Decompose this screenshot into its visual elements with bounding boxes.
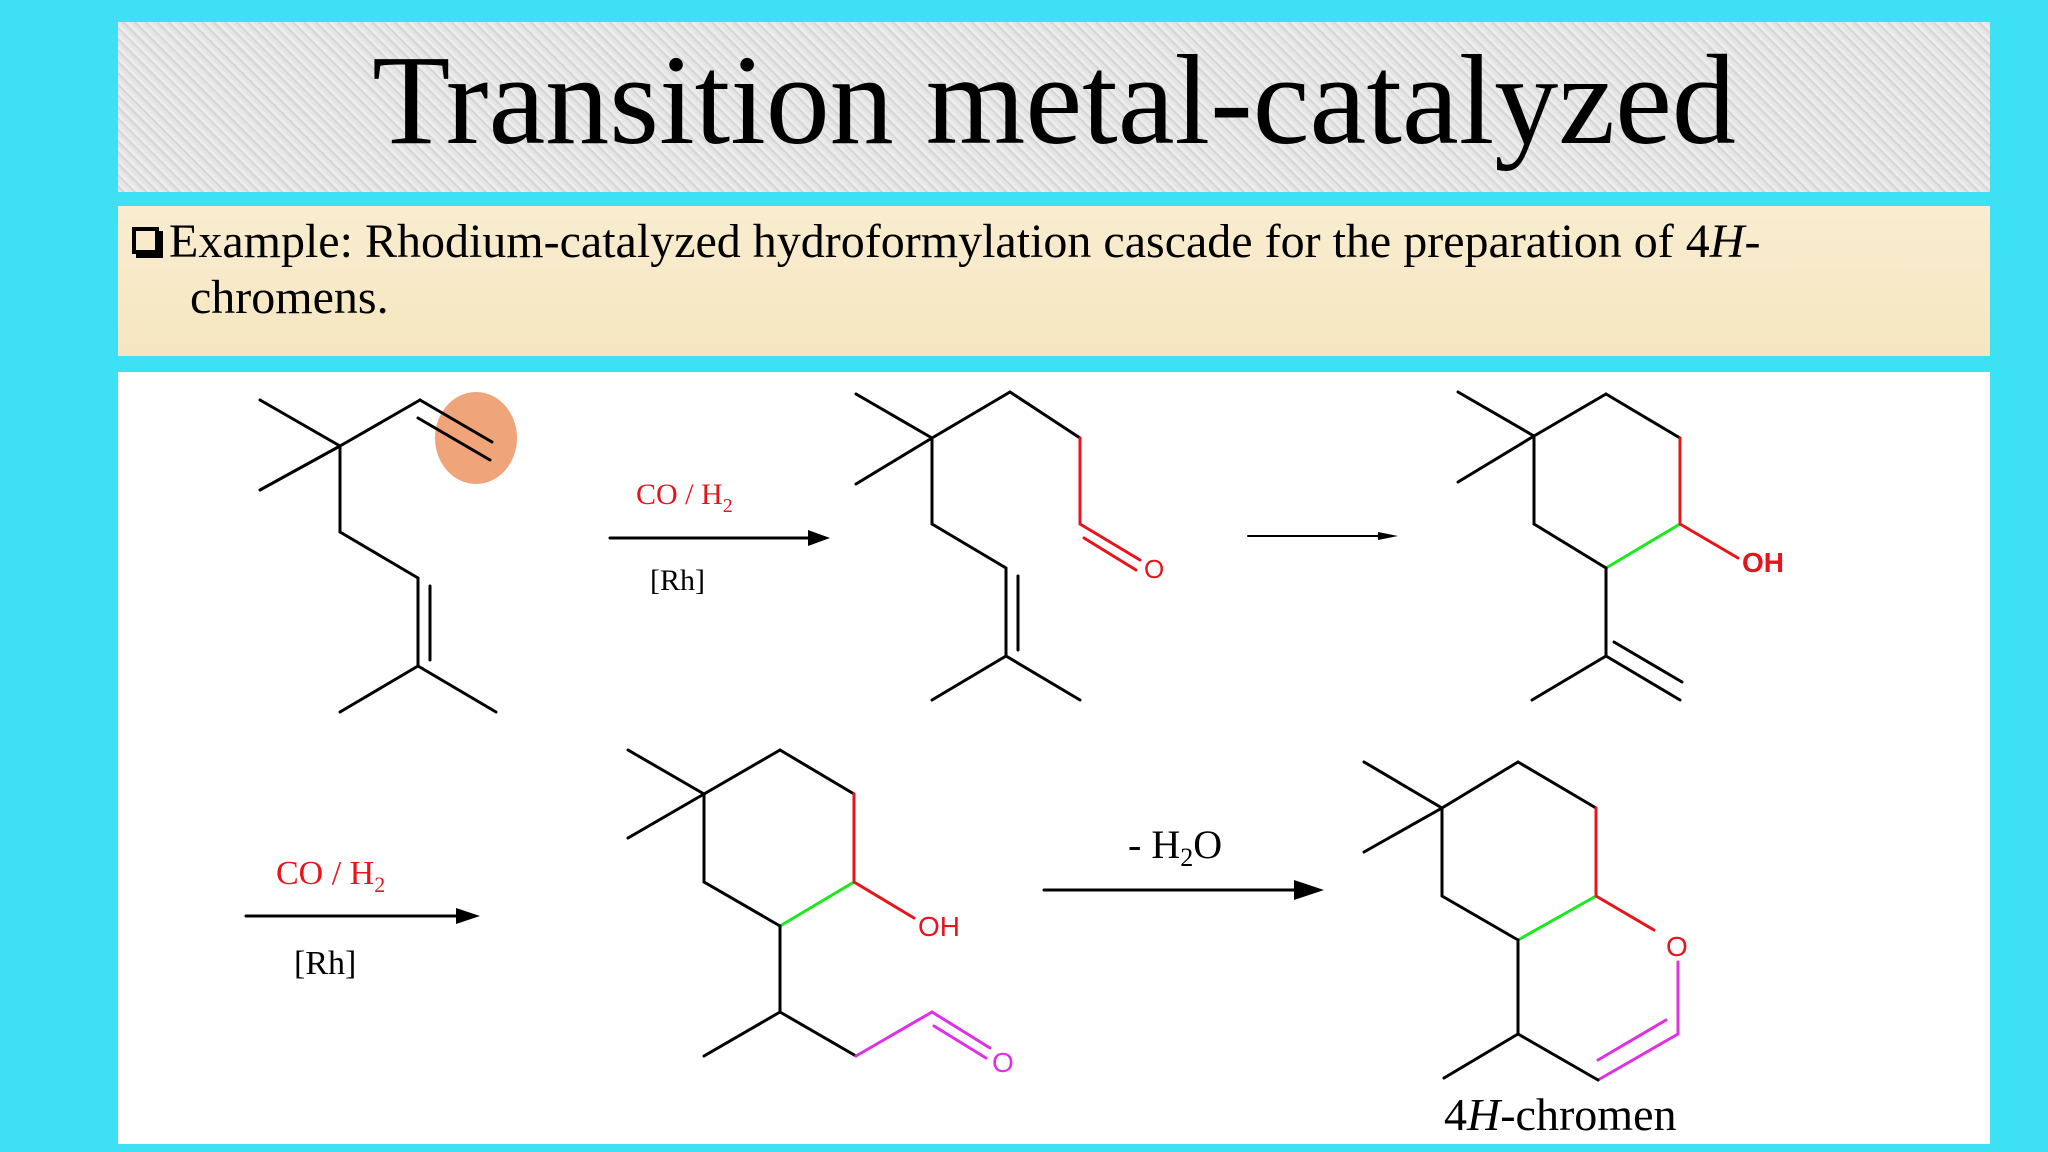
- hydroxyl-label-bold: OH: [1742, 547, 1784, 578]
- molecule-aldehyde: [854, 390, 1142, 702]
- highlight-circle: [435, 392, 517, 484]
- molecule-cyclohexanol: [1456, 390, 1740, 702]
- checkbox-bullet-icon: [132, 227, 159, 254]
- reagent-2-catalyst: [Rh]: [294, 945, 356, 982]
- ring-oxygen: O: [1666, 931, 1688, 962]
- example-line-1: Example: Rhodium-catalyzed hydroformylat…: [169, 215, 1710, 268]
- slide-title: Transition metal-catalyzed: [372, 29, 1736, 171]
- elimination-label: - H2O: [1128, 822, 1222, 872]
- aldehyde-oxygen-1: O: [1144, 554, 1164, 584]
- hydroxyl-label: OH: [918, 911, 960, 942]
- reaction-arrow-2: [1247, 532, 1398, 540]
- reagent-1-top: CO / H2: [636, 478, 733, 517]
- example-box: Example: Rhodium-catalyzed hydroformylat…: [118, 206, 1990, 356]
- reagent-1-catalyst: [Rh]: [650, 564, 705, 597]
- reaction-scheme-panel: CO / H2 [Rh] CO / H2 [Rh] - H2O O OH OH …: [118, 372, 1990, 1144]
- example-text: Example: Rhodium-catalyzed hydroformylat…: [132, 214, 1964, 270]
- reaction-arrow-4: [1042, 880, 1324, 900]
- reaction-scheme: CO / H2 [Rh] CO / H2 [Rh] - H2O O OH OH …: [244, 390, 1784, 1140]
- molecule-diene: [258, 392, 517, 714]
- molecule-4h-chromen: [1362, 760, 1680, 1082]
- example-italic-h: H: [1709, 215, 1745, 268]
- title-banner: Transition metal-catalyzed: [118, 22, 1990, 192]
- example-line-2: chromens.: [190, 271, 389, 324]
- example-line-1-tail: -: [1744, 215, 1761, 268]
- reagent-2-top: CO / H2: [276, 855, 385, 897]
- product-label: 4H-chromen: [1444, 1089, 1677, 1140]
- reaction-arrow-3: [244, 908, 480, 924]
- molecule-hydroxy-aldehyde: [626, 748, 992, 1060]
- aldehyde-oxygen-2: O: [992, 1047, 1014, 1078]
- reaction-arrow-1: [608, 530, 830, 546]
